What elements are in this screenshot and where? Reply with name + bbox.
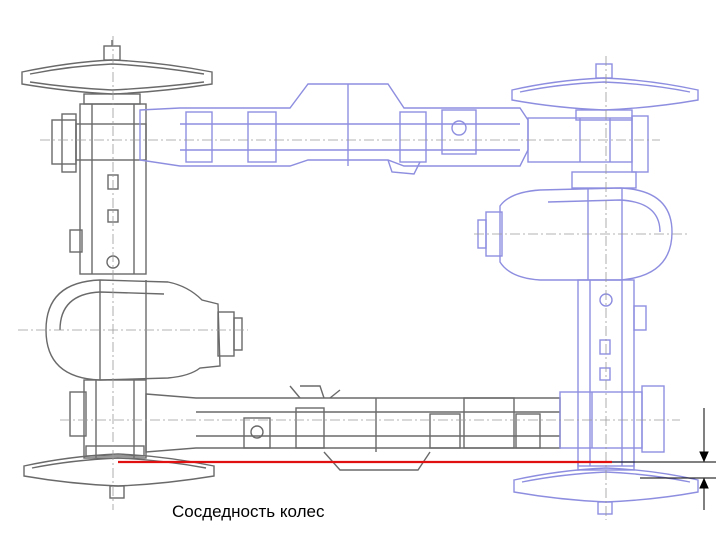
left-axle-upper — [69, 103, 147, 275]
upper-side-beam — [139, 83, 529, 175]
bottom-left-wheel — [23, 445, 215, 499]
top-right-axlebox — [527, 115, 649, 173]
offset-dimension — [612, 408, 716, 510]
diagram-caption: Сосдедность колес — [172, 502, 325, 521]
top-left-axlebox — [51, 113, 147, 173]
right-bogie-frame — [139, 63, 699, 515]
right-gearbox — [477, 171, 673, 281]
centerlines — [18, 36, 690, 520]
top-left-wheel — [21, 40, 213, 105]
top-right-wheel — [511, 63, 699, 121]
bottom-right-axlebox — [559, 385, 665, 453]
right-axle-lower — [577, 279, 647, 467]
left-gearbox — [45, 279, 243, 381]
lower-side-beam — [145, 385, 561, 471]
